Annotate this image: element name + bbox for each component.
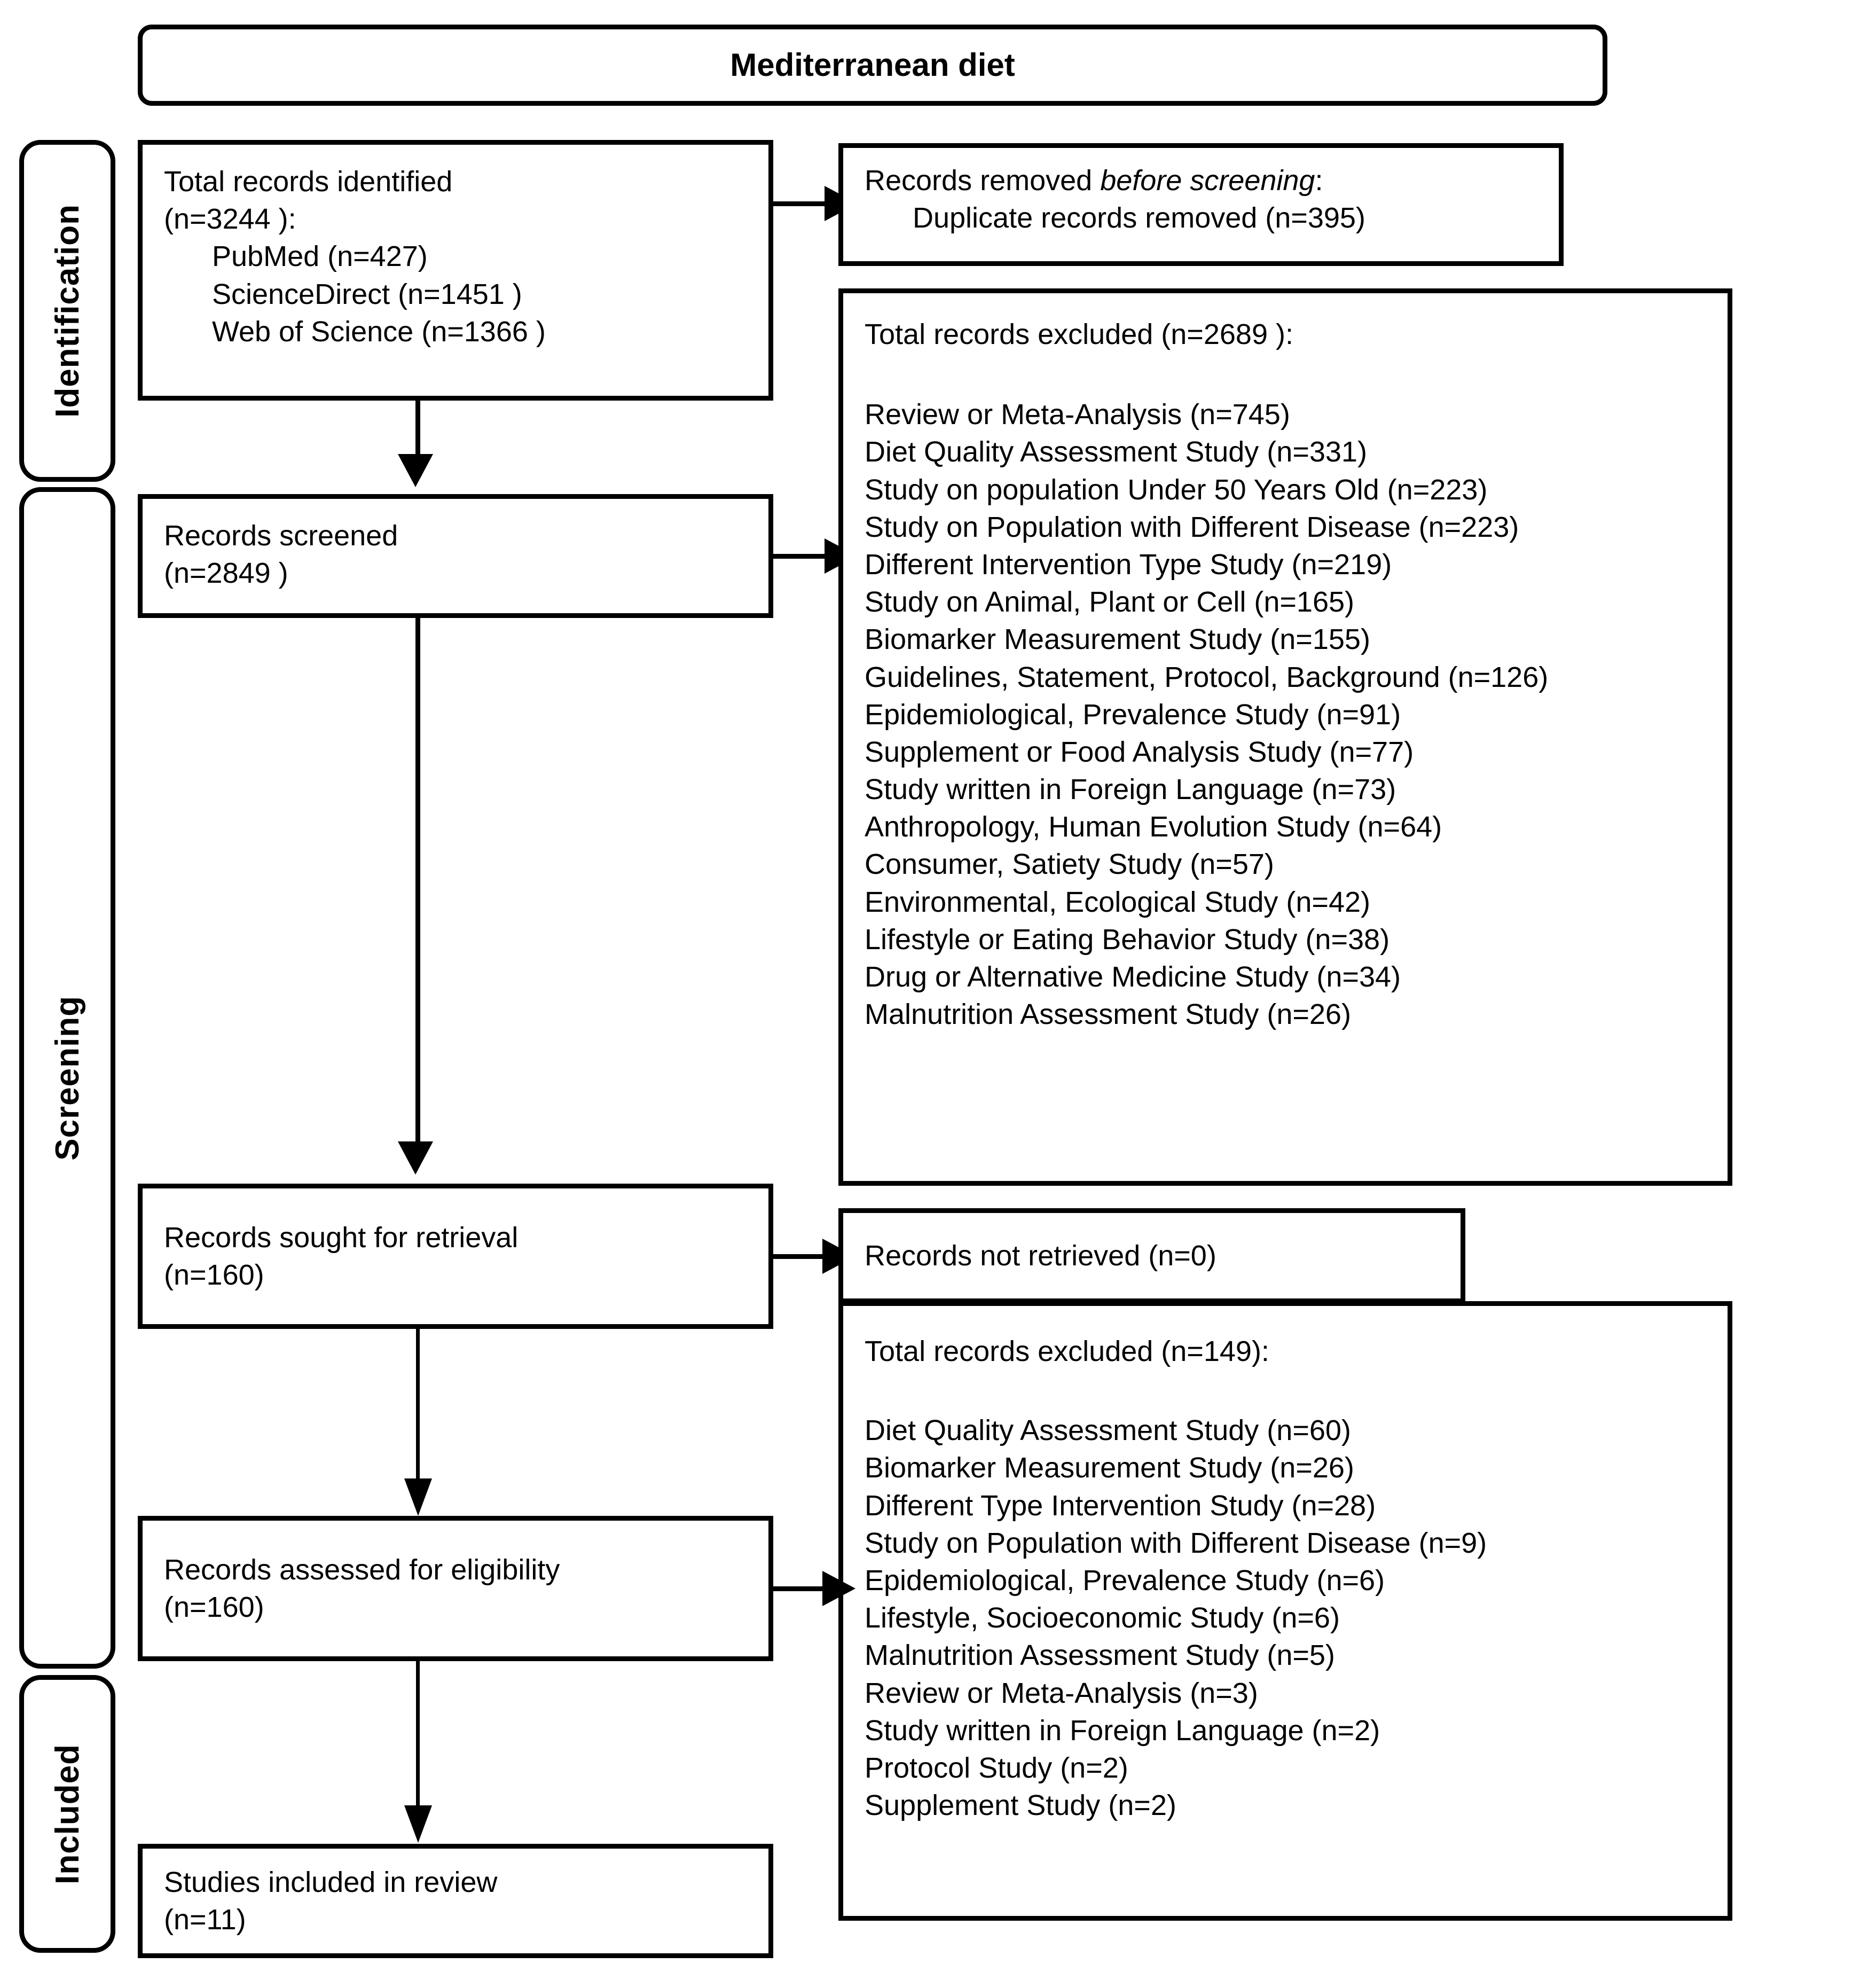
connector-screened-to-sought — [415, 618, 420, 1147]
excluded-screening-reason-2: Study on population Under 50 Years Old (… — [865, 473, 1488, 506]
connector-identified-to-removed — [773, 201, 833, 206]
records-removed-heading: Records removed before screening: — [843, 162, 1559, 199]
excluded-screening-reason-10: Study written in Foreign Language (n=73) — [865, 773, 1396, 806]
excluded-eligibility-reason-10: Supplement Study (n=2) — [865, 1789, 1176, 1822]
excluded-screening-reason-14: Lifestyle or Eating Behavior Study (n=38… — [865, 923, 1390, 956]
records-removed-heading-plain: Records removed — [865, 165, 1101, 197]
excluded-screening-reason-5: Study on Animal, Plant or Cell (n=165) — [865, 586, 1354, 619]
records-identified-count: (n=3244 ): — [164, 203, 296, 236]
connector-identified-to-screened — [415, 401, 420, 459]
excluded-eligibility-reason-1: Biomarker Measurement Study (n=26) — [865, 1452, 1354, 1484]
phase-label-screening: Screening — [19, 487, 115, 1669]
excluded-eligibility-reason-3: Study on Population with Different Disea… — [865, 1527, 1487, 1559]
excluded-screening-reason-13: Environmental, Ecological Study (n=42) — [865, 886, 1371, 918]
box-records-not-retrieved: Records not retrieved (n=0) — [838, 1208, 1465, 1303]
records-assessed-heading: Records assessed for eligibility — [164, 1553, 560, 1586]
excluded-screening-reason-6: Biomarker Measurement Study (n=155) — [865, 623, 1370, 656]
excluded-eligibility-reason-2: Different Type Intervention Study (n=28) — [865, 1489, 1376, 1522]
records-identified-source-1: ScienceDirect (n=1451 ) — [212, 278, 522, 310]
excluded-screening-reason-4: Different Intervention Type Study (n=219… — [865, 548, 1392, 581]
records-identified-source-0: PubMed (n=427) — [212, 240, 428, 273]
page-title: Mediterranean diet — [730, 47, 1015, 83]
excluded-eligibility-reason-7: Review or Meta-Analysis (n=3) — [865, 1677, 1258, 1709]
connector-sought-to-not-retrieved — [773, 1254, 832, 1259]
records-removed-detail: Duplicate records removed (n=395) — [913, 202, 1365, 234]
excluded-screening-reason-9: Supplement or Food Analysis Study (n=77) — [865, 735, 1414, 768]
records-screened-count: (n=2849 ) — [164, 557, 288, 589]
records-not-retrieved-heading: Records not retrieved (n=0) — [865, 1239, 1216, 1272]
records-sought-count: (n=160) — [164, 1259, 264, 1291]
connector-screened-to-excluded — [773, 554, 833, 559]
studies-included-heading: Studies included in review — [164, 1866, 498, 1898]
excluded-eligibility-reason-0: Diet Quality Assessment Study (n=60) — [865, 1414, 1351, 1447]
excluded-eligibility-reason-9: Protocol Study (n=2) — [865, 1751, 1128, 1784]
box-records-sought-for-retrieval: Records sought for retrieval (n=160) — [138, 1184, 773, 1329]
phase-label-included-text: Included — [49, 1743, 86, 1884]
excluded-eligibility-reason-8: Study written in Foreign Language (n=2) — [865, 1714, 1380, 1747]
excluded-screening-reason-3: Study on Population with Different Disea… — [865, 511, 1519, 543]
phase-label-screening-text: Screening — [49, 995, 86, 1161]
phase-label-included: Included — [19, 1675, 115, 1953]
connector-assessed-to-excluded — [773, 1586, 832, 1591]
connector-assessed-to-included — [416, 1661, 420, 1811]
excluded-screening-heading: Total records excluded (n=2689 ): — [865, 318, 1293, 350]
connector-sought-to-assessed — [416, 1329, 420, 1484]
excluded-eligibility-heading: Total records excluded (n=149): — [865, 1335, 1269, 1367]
phase-label-identification-text: Identification — [49, 204, 86, 418]
records-identified-heading: Total records identified — [164, 166, 453, 198]
box-records-removed-before-screening: Records removed before screening: Duplic… — [838, 143, 1564, 266]
diagram-title-box: Mediterranean diet — [138, 25, 1607, 106]
box-records-identified: Total records identified (n=3244 ): PubM… — [138, 140, 773, 401]
excluded-eligibility-reason-6: Malnutrition Assessment Study (n=5) — [865, 1639, 1335, 1672]
excluded-screening-reason-1: Diet Quality Assessment Study (n=331) — [865, 436, 1367, 468]
excluded-eligibility-reason-5: Lifestyle, Socioeconomic Study (n=6) — [865, 1602, 1340, 1634]
excluded-eligibility-spacer — [843, 1370, 1728, 1412]
records-removed-heading-italic: before screening — [1100, 165, 1315, 197]
records-sought-heading: Records sought for retrieval — [164, 1221, 519, 1254]
arrow-screened-to-sought — [398, 1141, 433, 1175]
arrow-identified-to-screened — [398, 454, 433, 487]
studies-included-count: (n=11) — [164, 1904, 246, 1936]
excluded-screening-reason-16: Malnutrition Assessment Study (n=26) — [865, 998, 1351, 1031]
box-studies-included-in-review: Studies included in review (n=11) — [138, 1844, 773, 1958]
records-identified-source-2: Web of Science (n=1366 ) — [212, 315, 546, 348]
records-assessed-count: (n=160) — [164, 1591, 264, 1623]
box-records-assessed-for-eligibility: Records assessed for eligibility (n=160) — [138, 1516, 773, 1661]
records-removed-heading-tail: : — [1315, 165, 1323, 197]
box-total-records-excluded-screening: Total records excluded (n=2689 ): Review… — [838, 288, 1732, 1186]
excluded-screening-reason-7: Guidelines, Statement, Protocol, Backgro… — [865, 661, 1549, 693]
phase-label-identification: Identification — [19, 140, 115, 482]
excluded-screening-reason-11: Anthropology, Human Evolution Study (n=6… — [865, 811, 1442, 843]
excluded-screening-reason-0: Review or Meta-Analysis (n=745) — [865, 398, 1290, 431]
excluded-screening-spacer — [843, 353, 1728, 396]
excluded-screening-reason-12: Consumer, Satiety Study (n=57) — [865, 848, 1274, 881]
box-records-screened: Records screened (n=2849 ) — [138, 494, 773, 618]
excluded-screening-reason-15: Drug or Alternative Medicine Study (n=34… — [865, 961, 1401, 993]
arrow-assessed-to-included — [404, 1805, 432, 1843]
excluded-eligibility-reason-4: Epidemiological, Prevalence Study (n=6) — [865, 1564, 1385, 1597]
records-screened-heading: Records screened — [164, 519, 398, 552]
arrow-assessed-to-excluded — [822, 1571, 855, 1606]
box-total-records-excluded-eligibility: Total records excluded (n=149): Diet Qua… — [838, 1301, 1732, 1921]
arrow-sought-to-assessed — [404, 1478, 432, 1516]
excluded-screening-reason-8: Epidemiological, Prevalence Study (n=91) — [865, 698, 1401, 731]
